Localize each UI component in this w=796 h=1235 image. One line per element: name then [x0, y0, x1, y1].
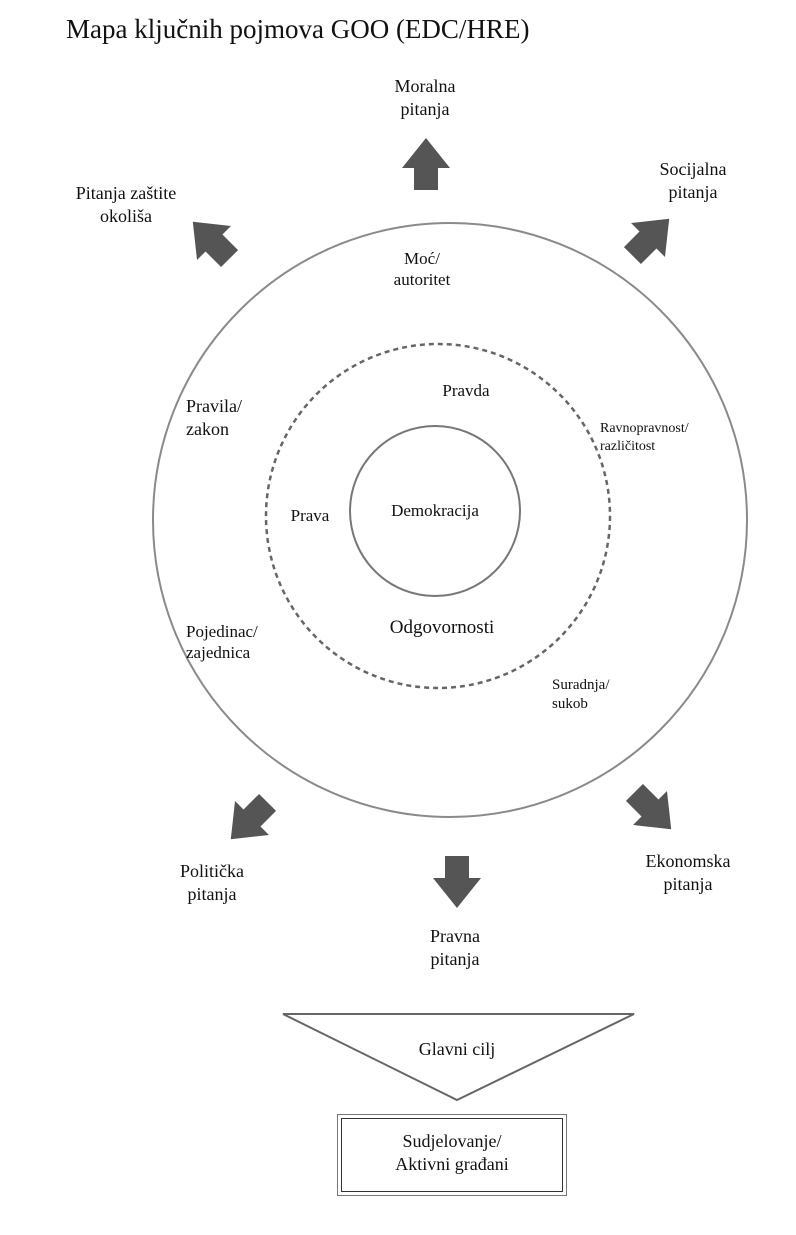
arrow-up-icon [402, 138, 450, 190]
concept-ravnopravnost-razlicitost: Ravnopravnost/različitost [600, 421, 689, 454]
arrow-up-left-icon [175, 204, 247, 276]
outcome-box [337, 1114, 567, 1196]
diagram-title: Mapa ključnih pojmova GOO (EDC/HRE) [66, 14, 530, 44]
concept-moc-autoritet: Moć/autoritet [393, 249, 451, 290]
arrow-down-right-icon [617, 775, 689, 847]
arrow-up-right-icon [615, 201, 687, 273]
inner-circle [349, 425, 521, 597]
concept-pravda: Pravda [442, 381, 490, 400]
concept-suradnja-sukob: Suradnja/sukob [552, 677, 610, 712]
goal-triangle [282, 1013, 635, 1102]
concept-prava: Prava [290, 506, 330, 525]
outer-circle [152, 222, 748, 818]
concept-pojedinac-zajednica: Pojedinac/zajednica [186, 622, 258, 663]
arrow-down-left-icon [213, 785, 285, 857]
concept-demokracija: Demokracija [391, 501, 479, 520]
concept-pravila-zakon: Pravila/zakon [186, 396, 242, 439]
concept-odgovornosti: Odgovornosti [389, 617, 495, 638]
middle-dashed-circle [264, 342, 612, 690]
outcome-label: Sudjelovanje/Aktivni građani [395, 1131, 509, 1174]
goal-label: Glavni cilj [418, 1039, 496, 1059]
arrow-down-icon [433, 856, 481, 908]
